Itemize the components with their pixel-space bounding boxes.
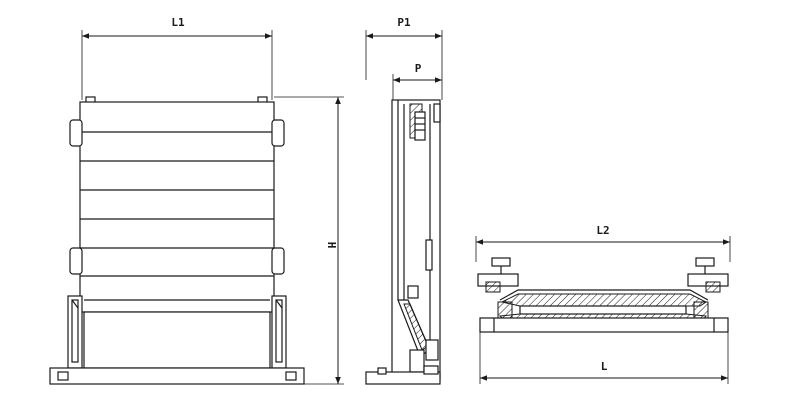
l2-label: L2 — [596, 224, 609, 237]
p-label: P — [415, 62, 422, 75]
left-screw-head — [491, 257, 511, 267]
right-handle-upper — [271, 119, 285, 147]
upper-hatched-profile — [500, 293, 707, 307]
front-view: L1 H — [49, 16, 344, 385]
l1-label: L1 — [171, 16, 185, 29]
side-view: P1 P — [365, 16, 443, 385]
l-label: L — [601, 360, 608, 373]
left-handle-upper — [69, 119, 83, 147]
top-section-view: L2 L — [475, 224, 731, 384]
h-label: H — [325, 242, 338, 249]
right-handle-lower — [271, 247, 285, 275]
side-base-plate — [365, 371, 441, 385]
right-screw-head — [695, 257, 715, 267]
top-base-plate — [479, 317, 729, 333]
left-handle-lower — [69, 247, 83, 275]
p1-label: P1 — [397, 16, 411, 29]
shutter-frame — [79, 101, 275, 313]
front-base-plate — [49, 367, 305, 385]
